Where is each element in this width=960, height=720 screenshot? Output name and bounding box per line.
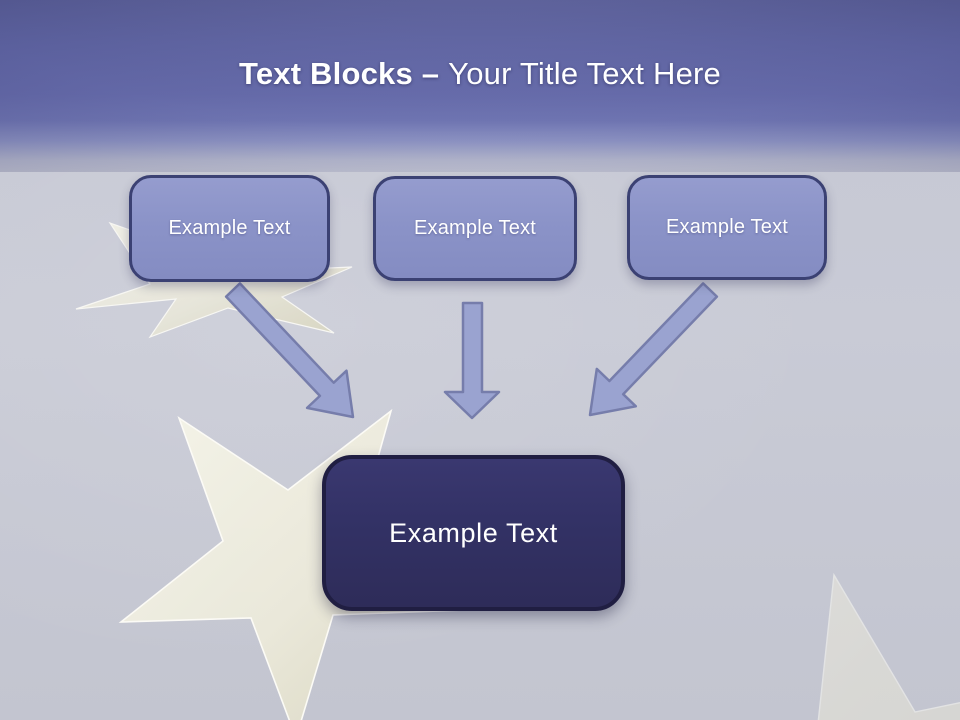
slide-title-regular: Your Title Text Here [448, 56, 721, 91]
text-block-2-label: Example Text [413, 217, 537, 239]
arrow-down-right-icon[interactable] [224, 282, 355, 419]
slide-title[interactable]: Text Blocks –Your Title Text Here [0, 54, 960, 94]
result-block-label: Example Text [389, 517, 558, 548]
text-block-3-label: Example Text [665, 216, 789, 238]
text-block-1-label: Example Text [168, 217, 291, 239]
arrow-down-icon[interactable] [443, 301, 501, 420]
text-block-2[interactable]: Example Text [373, 176, 577, 281]
slide-header-gradient [0, 0, 960, 172]
text-block-1[interactable]: Example Text [129, 175, 330, 282]
star-corner-icon [817, 572, 960, 720]
arrow-down-left-icon[interactable] [588, 282, 719, 417]
star-upright-icon [118, 408, 466, 720]
result-block[interactable]: Example Text [322, 455, 625, 611]
slide-title-bold: Text Blocks – [239, 56, 440, 91]
text-block-3[interactable]: Example Text [627, 175, 827, 280]
